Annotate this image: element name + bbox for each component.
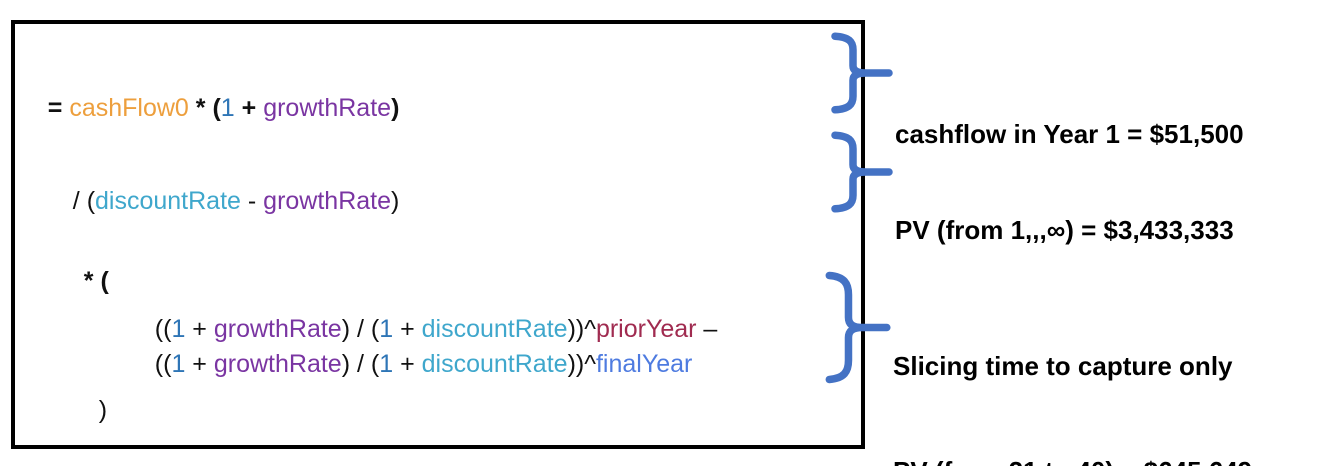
formula-token-one: 1 — [171, 350, 186, 378]
formula-token: + — [234, 94, 264, 122]
formula-token-one: 1 — [171, 315, 186, 343]
formula-token: ) / ( — [341, 315, 380, 343]
curly-brace-icon — [830, 33, 892, 113]
formula-token: + — [185, 315, 214, 343]
formula-token-growthrate: growthRate — [263, 187, 392, 215]
formula-token-prioryear: priorYear — [595, 315, 697, 343]
formula-token-minus: – — [696, 315, 718, 343]
formula-token-growthrate: growthRate — [213, 350, 342, 378]
formula-token: ) — [391, 187, 400, 215]
formula-token: * ( — [83, 267, 109, 295]
annotation-line: PV (from 1,,,∞) = $3,433,333 — [895, 215, 1234, 245]
annotation-pv-infinity: PV (from 1,,,∞) = $3,433,333 — [895, 153, 1234, 308]
formula-token: ) — [98, 396, 108, 424]
formula-token-discountrate: discountRate — [421, 350, 568, 378]
formula-token: - — [240, 187, 264, 215]
formula-token: + — [185, 350, 214, 378]
annotation-line: Slicing time to capture only — [893, 351, 1233, 381]
formula-token: ) — [391, 94, 400, 122]
formula-token-cashflow0: cashFlow0 — [69, 94, 189, 122]
formula-token: ))^ — [567, 315, 596, 343]
formula-token: ) / ( — [341, 350, 380, 378]
formula-token-one: 1 — [220, 94, 235, 122]
curly-brace-icon — [824, 271, 890, 384]
formula-line-3: * ( — [56, 233, 109, 329]
formula-token: / ( — [72, 187, 96, 215]
formula-token: ))^ — [567, 350, 596, 378]
formula-token-growthrate: growthRate — [263, 94, 392, 122]
formula-line-6: ) — [71, 362, 107, 458]
formula-token-finalyear: finalYear — [595, 350, 693, 378]
annotation-pv-slice: Slicing time to capture only PV (from 21… — [893, 279, 1252, 466]
formula-line-1: = cashFlow0 * (1 + growthRate) — [20, 60, 400, 156]
formula-token: = — [47, 94, 70, 122]
formula-line-4: ((1 + growthRate) / (1 + discountRate))^… — [127, 281, 718, 377]
formula-token: (( — [154, 315, 172, 343]
formula-line-2: / (discountRate - growthRate) — [45, 153, 400, 249]
annotation-line: PV (from 21 to 40) = $645,649 — [893, 454, 1252, 466]
curly-brace-icon — [830, 132, 892, 212]
annotation-cashflow-year1: cashflow in Year 1 = $51,500 — [895, 57, 1244, 212]
formula-line-5: ((1 + growthRate) / (1 + discountRate))^… — [127, 316, 693, 412]
formula-token: + — [393, 315, 422, 343]
formula-token-one: 1 — [379, 315, 394, 343]
formula-token-discountrate: discountRate — [421, 315, 568, 343]
formula-token: (( — [154, 350, 172, 378]
formula-token-growthrate: growthRate — [213, 315, 342, 343]
formula-token: + — [393, 350, 422, 378]
formula-token: * ( — [188, 94, 221, 122]
annotation-line: cashflow in Year 1 = $51,500 — [895, 119, 1244, 149]
formula-token-discountrate: discountRate — [95, 187, 241, 215]
formula-box — [11, 20, 865, 449]
formula-token-one: 1 — [379, 350, 394, 378]
